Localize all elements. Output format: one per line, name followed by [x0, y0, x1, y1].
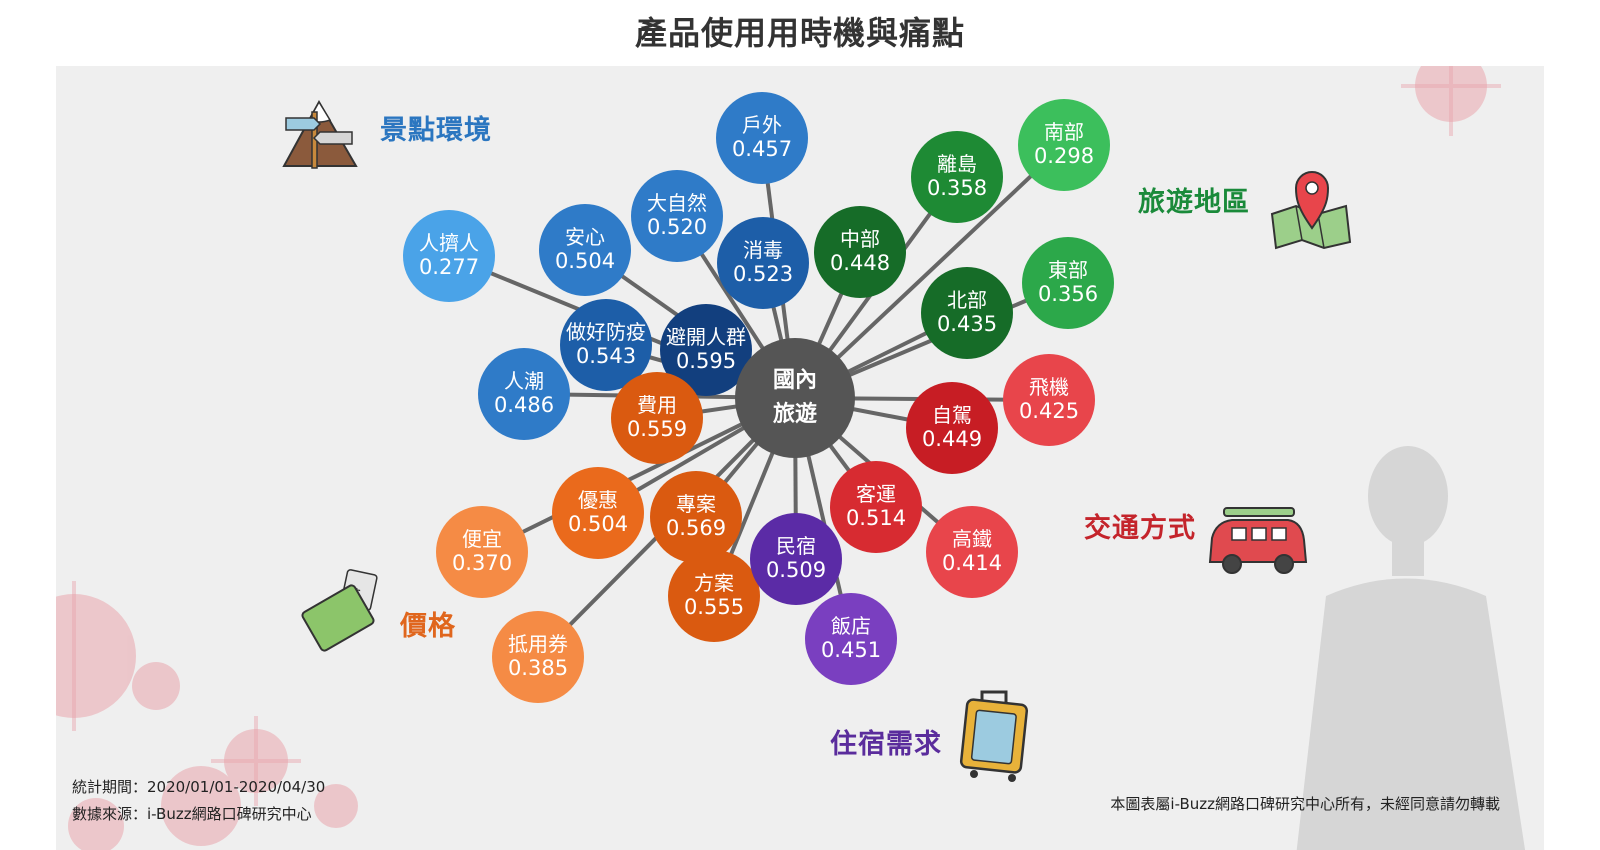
category-label-lodging: 住宿需求	[830, 729, 942, 760]
node-value: 0.451	[820, 638, 882, 663]
node-value: 0.520	[646, 215, 708, 240]
mountain-signpost-icon	[282, 99, 358, 169]
node-value: 0.595	[675, 349, 737, 374]
node-label: 消毒	[743, 238, 783, 263]
node-label: 方案	[694, 571, 734, 596]
node-label: 人潮	[504, 369, 544, 394]
node-label: 客運	[856, 482, 896, 507]
node-value: 0.414	[941, 551, 1003, 576]
node-label: 南部	[1044, 120, 1084, 145]
node-value: 0.370	[451, 551, 513, 576]
map-pin-icon	[1270, 171, 1352, 250]
node-label: 人擠人	[419, 231, 479, 256]
node-value: 0.448	[829, 251, 891, 276]
node-label: 戶外	[742, 113, 782, 138]
node-value: 0.504	[554, 249, 616, 274]
node-value: 0.555	[683, 595, 745, 620]
node-value: 0.569	[665, 516, 727, 541]
node-label: 東部	[1048, 258, 1088, 283]
node-label: 專案	[676, 492, 716, 517]
node-value: 0.457	[731, 137, 793, 162]
node-value: 0.523	[732, 262, 794, 287]
node-label: 便宜	[462, 527, 502, 552]
suitcase-icon	[959, 690, 1029, 782]
node-label: 民宿	[776, 534, 816, 559]
background-decoration	[56, 66, 1526, 850]
category-label-price: 價格	[400, 611, 456, 642]
node-label: 飯店	[831, 614, 871, 639]
node-label: 飛機	[1029, 375, 1069, 400]
virus-icon	[56, 66, 1487, 850]
node-label: 中部	[840, 227, 880, 252]
node-value: 0.449	[921, 427, 983, 452]
node-value: 0.385	[507, 656, 569, 681]
center-node: 國內 旅遊	[735, 338, 855, 458]
footer-period: 統計期間：2020/01/01-2020/04/30	[72, 778, 326, 796]
category-label-scenic: 景點環境	[380, 115, 492, 146]
node-label: 費用	[637, 393, 677, 418]
node-value: 0.356	[1037, 282, 1099, 307]
node-label: 高鐵	[952, 527, 992, 552]
node-value: 0.509	[765, 558, 827, 583]
money-wallet-icon: $	[301, 569, 378, 652]
node-value: 0.298	[1033, 144, 1095, 169]
node-label: 北部	[947, 288, 987, 313]
node-value: 0.514	[845, 506, 907, 531]
footer-source: 數據來源：i-Buzz網路口碑研究中心	[72, 805, 312, 823]
chart-title: 產品使用用時機與痛點	[634, 14, 965, 52]
node-value: 0.425	[1018, 399, 1080, 424]
connector-nanbu	[793, 138, 1072, 400]
footer-copyright: 本圖表屬i-Buzz網路口碑研究中心所有，未經同意請勿轉載	[1110, 795, 1500, 813]
node-value: 0.559	[626, 417, 688, 442]
node-label: 離島	[937, 152, 977, 177]
category-label-region: 旅遊地區	[1138, 187, 1250, 218]
node-label: 做好防疫	[566, 320, 646, 345]
node-value: 0.504	[567, 512, 629, 537]
node-label: 安心	[565, 225, 605, 250]
category-label-transport: 交通方式	[1084, 513, 1196, 544]
node-value: 0.486	[493, 393, 555, 418]
node-value: 0.358	[926, 176, 988, 201]
node-label: 抵用券	[508, 632, 568, 657]
node-value: 0.277	[418, 255, 480, 280]
car-icon	[1208, 507, 1308, 574]
center-label-line2: 旅遊	[772, 402, 817, 427]
center-label-line1: 國內	[772, 367, 817, 393]
node-label: 避開人群	[666, 325, 746, 350]
node-label: 優惠	[578, 488, 618, 513]
node-value: 0.543	[575, 344, 637, 369]
node-value: 0.435	[936, 312, 998, 337]
node-label: 大自然	[647, 191, 707, 216]
node-label: 自駕	[932, 403, 972, 428]
person-silhouette-icon	[1296, 446, 1526, 850]
